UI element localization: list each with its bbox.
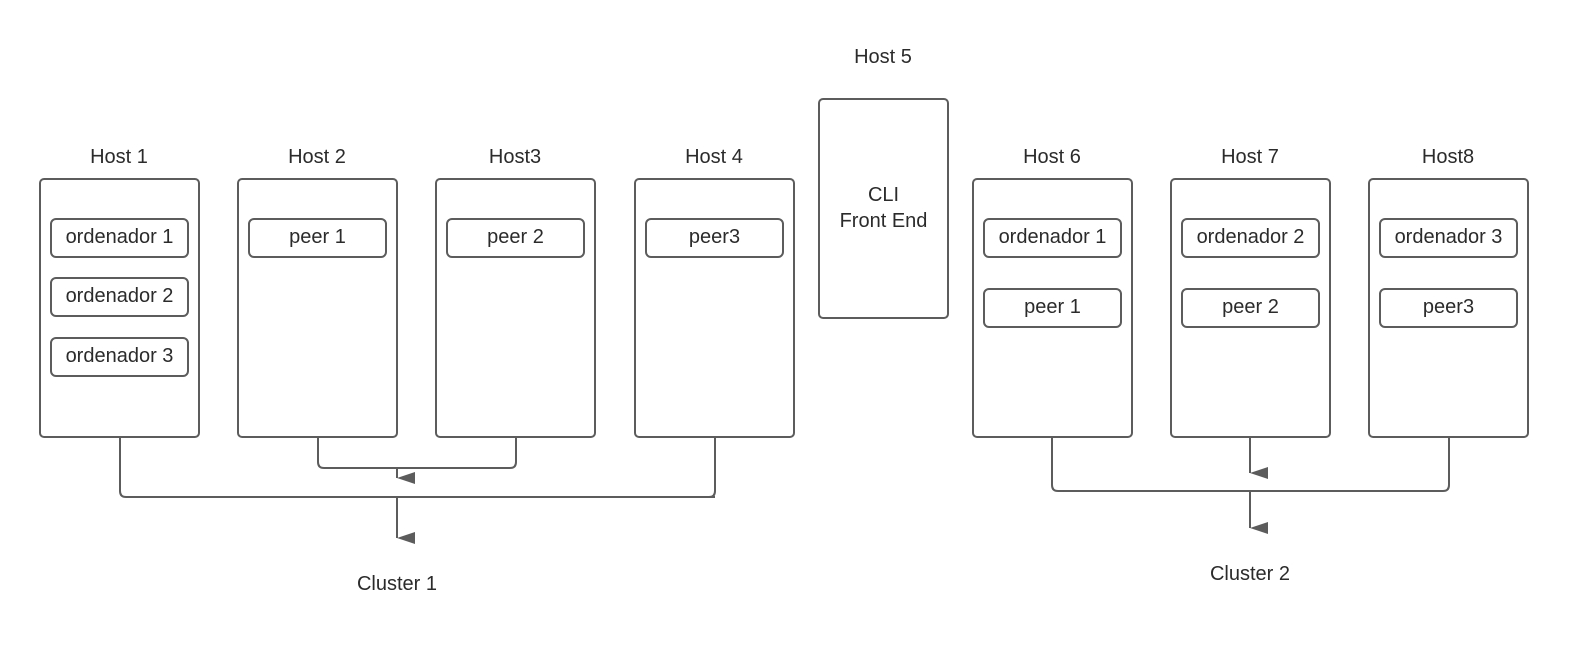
host-8-label: Host8 (1421, 146, 1475, 168)
host-7-box: ordenador 2 peer 2 (1170, 178, 1331, 438)
host-3-peer-2: peer 2 (446, 218, 585, 258)
host-6-box: ordenador 1 peer 1 (972, 178, 1133, 438)
host-7-label: Host 7 (1221, 146, 1279, 168)
cli-front-end-text: CLI Front End (820, 182, 947, 234)
host-6-label: Host 6 (1023, 146, 1081, 168)
host-7-ordenador-2: ordenador 2 (1181, 218, 1320, 258)
host-3-box: peer 2 (435, 178, 596, 438)
host-1-label: Host 1 (90, 146, 148, 168)
host-6-peer-1: peer 1 (983, 288, 1122, 328)
cluster-1-label: Cluster 1 (356, 573, 438, 595)
cluster-2-label: Cluster 2 (1209, 563, 1291, 585)
host-8-peer3: peer3 (1379, 288, 1518, 328)
host-2-box: peer 1 (237, 178, 398, 438)
host-1-ordenador-3: ordenador 3 (50, 337, 189, 377)
host-5-label: Host 5 (854, 46, 912, 68)
cli-front-end-box: CLI Front End (818, 98, 949, 319)
host-4-label: Host 4 (685, 146, 743, 168)
cli-line-1: CLI (867, 184, 900, 206)
host-3-label: Host3 (488, 146, 542, 168)
host-1-box: ordenador 1 ordenador 2 ordenador 3 (39, 178, 200, 438)
host-4-box: peer3 (634, 178, 795, 438)
host-2-3-bracket-line (317, 438, 517, 469)
host-4-peer3: peer3 (645, 218, 784, 258)
host-2-label: Host 2 (288, 146, 346, 168)
host-1-ordenador-2: ordenador 2 (50, 277, 189, 317)
host-8-ordenador-3: ordenador 3 (1379, 218, 1518, 258)
host-6-ordenador-1: ordenador 1 (983, 218, 1122, 258)
cluster-1-connectors (119, 438, 716, 544)
host-1-ordenador-1: ordenador 1 (50, 218, 189, 258)
host-1-to-cluster-1-line (119, 438, 715, 498)
host-7-peer-2: peer 2 (1181, 288, 1320, 328)
host-2-peer-1: peer 1 (248, 218, 387, 258)
host-4-to-cluster-1-line (708, 438, 716, 498)
cli-line-2: Front End (839, 210, 928, 232)
host-8-box: ordenador 3 peer3 (1368, 178, 1529, 438)
cluster-2-connectors (1051, 438, 1450, 534)
